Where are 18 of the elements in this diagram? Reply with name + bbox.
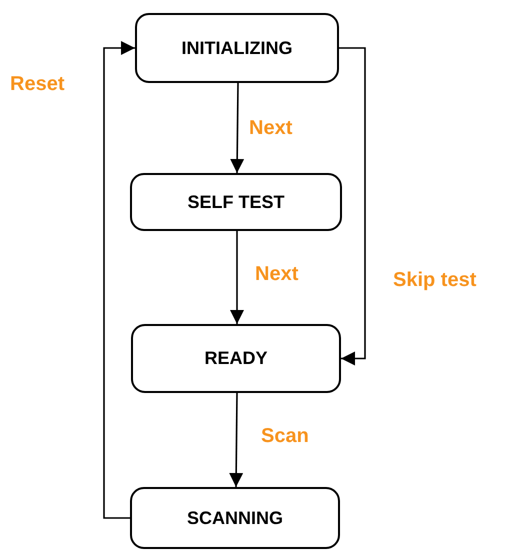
arrow [229,393,244,487]
state-label: SCANNING [186,508,283,528]
state-box [131,324,341,393]
state-box [130,173,342,231]
state-box [130,487,340,549]
edge-label: Skip test [393,269,476,292]
edge-label: Next [249,117,292,140]
state-label: SELF TEST [187,192,284,212]
edge-label: Next [255,263,298,286]
arrow [230,231,244,324]
state-label: READY [204,348,268,369]
arrow [230,83,244,173]
state-box [135,13,339,83]
state-label: INITIALIZING [182,38,292,58]
arrow [339,47,366,366]
edge-label: Reset [10,73,64,96]
edge-label: Scan [261,425,309,448]
arrow [103,41,135,519]
